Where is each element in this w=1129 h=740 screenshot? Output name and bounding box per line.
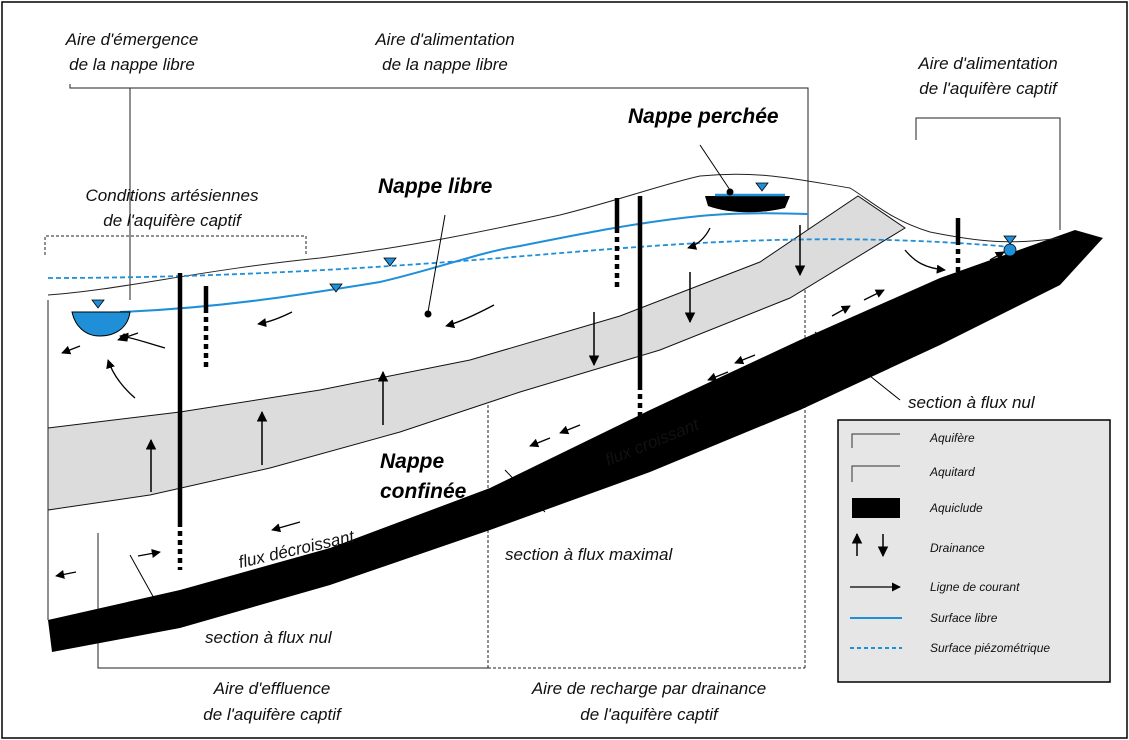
label-conditions-artesiennes-1: Conditions artésiennes	[86, 186, 259, 205]
pointer-lines	[129, 144, 901, 601]
legend-label-aquifere: Aquifère	[929, 431, 975, 445]
label-aire-alim-captif-2: de l'aquifère captif	[919, 79, 1059, 98]
label-aire-effluence-2: de l'aquifère captif	[203, 705, 343, 724]
legend-label-drainance: Drainance	[930, 541, 985, 555]
water-level-markers	[91, 182, 1017, 309]
zone-boundaries	[44, 84, 1061, 669]
label-section-flux-nul-bottom: section à flux nul	[205, 628, 333, 647]
label-nappe-perchee: Nappe perchée	[628, 105, 779, 128]
legend-label-surface-libre: Surface libre	[930, 611, 998, 625]
drainance-arrows	[145, 225, 806, 492]
ground-surface	[47, 173, 1061, 296]
left-pond	[71, 311, 131, 337]
legend-label-surface-piezometrique: Surface piézométrique	[930, 641, 1050, 655]
perched-lens	[705, 196, 790, 213]
label-aire-effluence-1: Aire d'effluence	[213, 679, 331, 698]
flow-lines	[55, 227, 1005, 579]
legend-label-aquiclude: Aquiclude	[929, 501, 983, 515]
aquiclude-layer	[48, 230, 1103, 652]
label-aire-emergence-1: Aire d'émergence	[65, 30, 199, 49]
aquiclude-swatch	[852, 498, 900, 518]
label-section-flux-nul-right: section à flux nul	[908, 393, 1036, 412]
wells	[177, 196, 961, 570]
legend-label-aquitard: Aquitard	[929, 465, 975, 479]
aquifer-swatch	[851, 433, 900, 448]
legend-label-ligne-courant: Ligne de courant	[930, 580, 1020, 594]
label-aire-alim-libre-1: Aire d'alimentation	[374, 30, 514, 49]
pointer-dots	[424, 188, 734, 318]
label-aire-emergence-2: de la nappe libre	[69, 55, 195, 74]
label-aire-alim-captif-1: Aire d'alimentation	[917, 54, 1057, 73]
right-spring	[1003, 243, 1017, 257]
label-aire-recharge-1: Aire de recharge par drainance	[531, 679, 766, 698]
label-aire-recharge-2: de l'aquifère captif	[580, 705, 720, 724]
free-water-surface	[119, 212, 809, 313]
label-nappe-libre: Nappe libre	[378, 175, 493, 198]
label-nappe-confinee-2: confinée	[380, 480, 467, 503]
label-nappe-confinee-1: Nappe	[380, 450, 445, 473]
label-conditions-artesiennes-2: de l'aquifère captif	[103, 211, 243, 230]
label-aire-alim-libre-2: de la nappe libre	[382, 55, 508, 74]
label-section-flux-maximal: section à flux maximal	[505, 545, 673, 564]
legend: Aquifère Aquitard Aquiclude Drainance Li…	[837, 419, 1111, 683]
aquitard-swatch	[851, 465, 900, 482]
